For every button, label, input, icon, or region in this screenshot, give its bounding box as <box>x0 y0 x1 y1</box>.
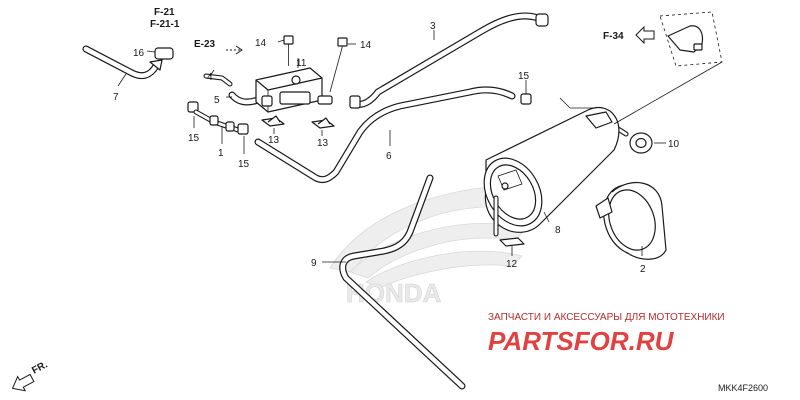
front-direction-arrow-icon <box>11 373 35 392</box>
hose-3 <box>349 12 549 109</box>
band-2 <box>595 182 667 260</box>
part-label-5: 5 <box>214 95 220 106</box>
part-label-14b: 14 <box>360 40 372 51</box>
e23-arrow-icon <box>226 45 243 55</box>
leader-lines <box>117 30 723 263</box>
plate-12 <box>499 237 525 247</box>
part-label-14a: 14 <box>255 38 267 49</box>
grommet-13-right <box>311 117 335 129</box>
bolt-14-right <box>329 37 348 93</box>
joint-15-a <box>187 101 199 113</box>
part-label-9: 9 <box>311 258 317 269</box>
valve-11 <box>255 67 333 113</box>
part-label-8: 8 <box>555 225 561 236</box>
part-label-6: 6 <box>386 151 392 162</box>
bolt-14-left <box>283 35 294 66</box>
part-label-4: 4 <box>207 72 213 83</box>
part-label-15b: 15 <box>238 159 250 170</box>
part-label-10: 10 <box>668 139 680 150</box>
hose-9 <box>339 174 466 390</box>
ref-label-f21-1: F-21-1 <box>150 19 180 30</box>
part-label-7: 7 <box>113 92 119 103</box>
part-label-12: 12 <box>506 259 518 270</box>
cap-10 <box>629 132 653 154</box>
canister-8 <box>483 107 620 233</box>
ref-label-f34: F-34 <box>603 31 624 42</box>
tube-5 <box>228 91 262 106</box>
ref-label-f21: F-21 <box>154 7 175 18</box>
f34-detail-box <box>659 11 723 67</box>
tube-4 <box>203 73 233 87</box>
part-label-13b: 13 <box>317 138 329 149</box>
ref-label-e23: E-23 <box>194 39 216 50</box>
part-label-16: 16 <box>133 48 145 59</box>
grommet-13-left <box>261 115 285 127</box>
shop-brand-logo: PARTSFOR.RU <box>488 326 675 356</box>
joint-15-c <box>520 93 532 105</box>
joint-15-b <box>237 123 249 135</box>
diagram-code: MKK4F2600 <box>718 383 768 393</box>
shop-tagline: ЗАПЧАСТИ И АКСЕССУАРЫ ДЛЯ МОТОТЕХНИКИ <box>488 312 725 323</box>
part-label-2: 2 <box>640 264 646 275</box>
connector-1 <box>193 109 241 133</box>
front-direction-label: FR. <box>30 359 50 376</box>
part-label-3: 3 <box>430 21 436 32</box>
clip-16 <box>149 47 174 71</box>
part-label-11: 11 <box>296 58 307 69</box>
part-label-15c: 15 <box>518 71 530 82</box>
part-label-15a: 15 <box>188 133 200 144</box>
hose-7 <box>82 45 160 80</box>
f34-arrow-icon <box>635 25 655 45</box>
part-label-1: 1 <box>218 148 224 159</box>
part-label-13a: 13 <box>268 135 280 146</box>
hose-6 <box>254 86 516 184</box>
